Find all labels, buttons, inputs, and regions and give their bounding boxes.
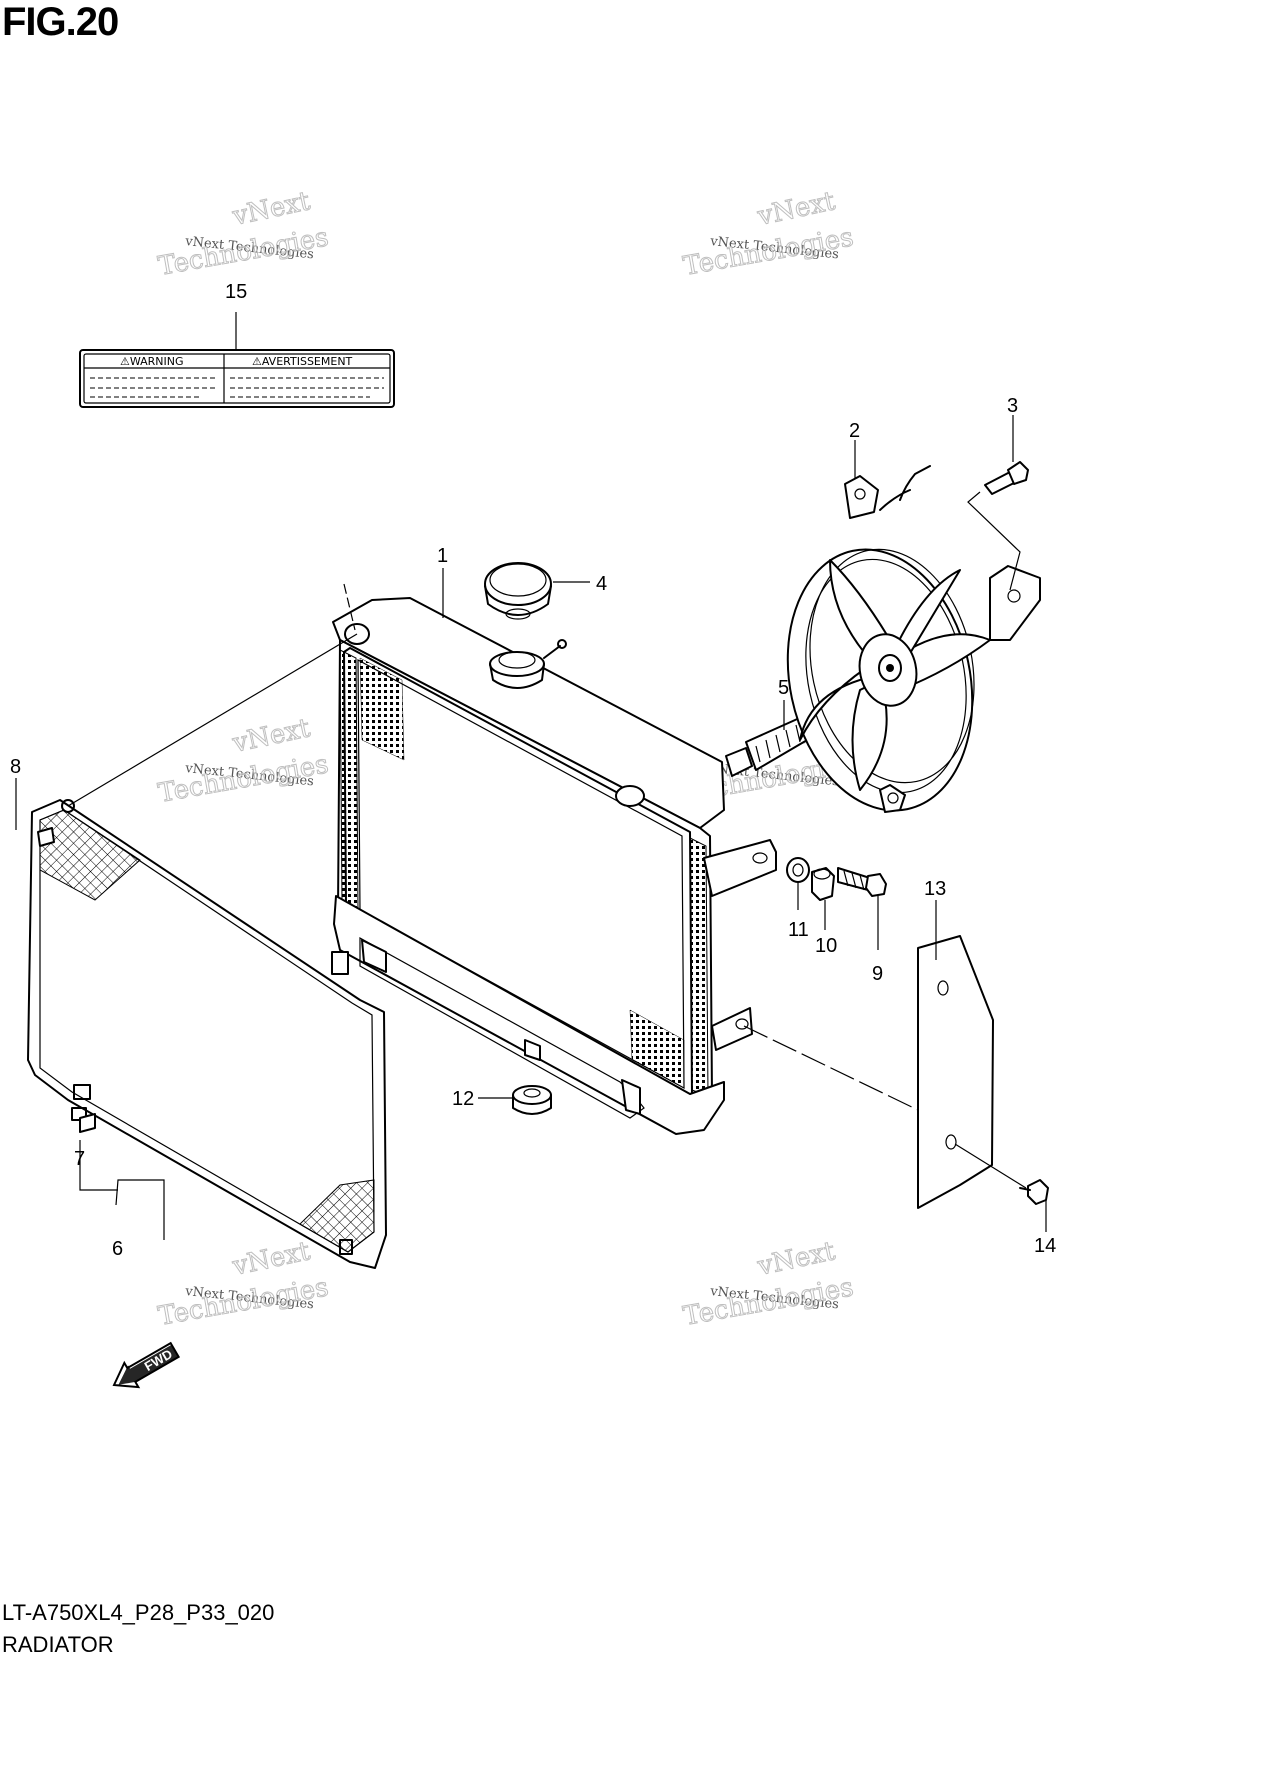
- callout-9: 9: [872, 963, 883, 985]
- callout-15: 15: [225, 281, 247, 303]
- svg-text:Technologies: Technologies: [681, 222, 856, 281]
- svg-text:vNext: vNext: [229, 713, 313, 759]
- callout-5: 5: [778, 677, 789, 699]
- callout-8: 8: [10, 756, 21, 778]
- svg-text:vNext: vNext: [754, 1236, 838, 1282]
- svg-text:Technologies: Technologies: [156, 222, 331, 281]
- callout-7: 7: [74, 1148, 85, 1170]
- warning-label: ⚠WARNING ⚠AVERTISSEMENT: [79, 349, 395, 408]
- callout-1: 1: [437, 545, 448, 567]
- figure-name: RADIATOR: [2, 1632, 114, 1657]
- panel-clip: [1019, 1179, 1049, 1205]
- figure-title: FIG.20: [2, 0, 119, 44]
- mount-collar: [811, 867, 835, 901]
- callout-12: 12: [452, 1088, 474, 1110]
- bottom-grommet: [512, 1085, 552, 1115]
- fan-mount-screw: [984, 461, 1029, 495]
- radiator-body: [331, 597, 777, 1135]
- svg-text:vNext: vNext: [229, 1236, 313, 1282]
- warning-heading: ⚠WARNING: [120, 355, 184, 368]
- callout-14: 14: [1034, 1235, 1056, 1257]
- callout-6: 6: [112, 1238, 123, 1260]
- callout-11: 11: [788, 919, 809, 941]
- callout-13: 13: [924, 878, 946, 900]
- screen-clip: [37, 827, 55, 847]
- mount-bolt: [837, 867, 887, 897]
- side-panel: [917, 935, 994, 1209]
- leader-lines: [15, 312, 1047, 1240]
- avertissement-heading: ⚠AVERTISSEMENT: [252, 355, 353, 368]
- radiator-screen: [27, 799, 387, 1269]
- svg-text:Technologies: Technologies: [681, 1272, 856, 1331]
- fwd-arrow-icon: FWD: [112, 1341, 181, 1389]
- cooling-fan: [786, 465, 1041, 813]
- radiator-cap: [484, 562, 552, 620]
- callout-3: 3: [1007, 395, 1018, 417]
- svg-text:Technologies: Technologies: [156, 1272, 331, 1331]
- model-code: LT-A750XL4_P28_P33_020: [2, 1600, 275, 1625]
- callouts: 1 2 3 4 5 6 7 8 9 10 11 12 13 14 15: [10, 281, 1056, 1260]
- svg-text:Technologies: Technologies: [156, 749, 331, 808]
- callout-10: 10: [815, 935, 837, 957]
- callout-4: 4: [596, 573, 607, 595]
- mount-grommet: [786, 857, 810, 883]
- screen-label: [79, 1113, 96, 1133]
- svg-text:vNext: vNext: [229, 186, 313, 232]
- svg-text:vNext: vNext: [754, 186, 838, 232]
- callout-2: 2: [849, 420, 860, 442]
